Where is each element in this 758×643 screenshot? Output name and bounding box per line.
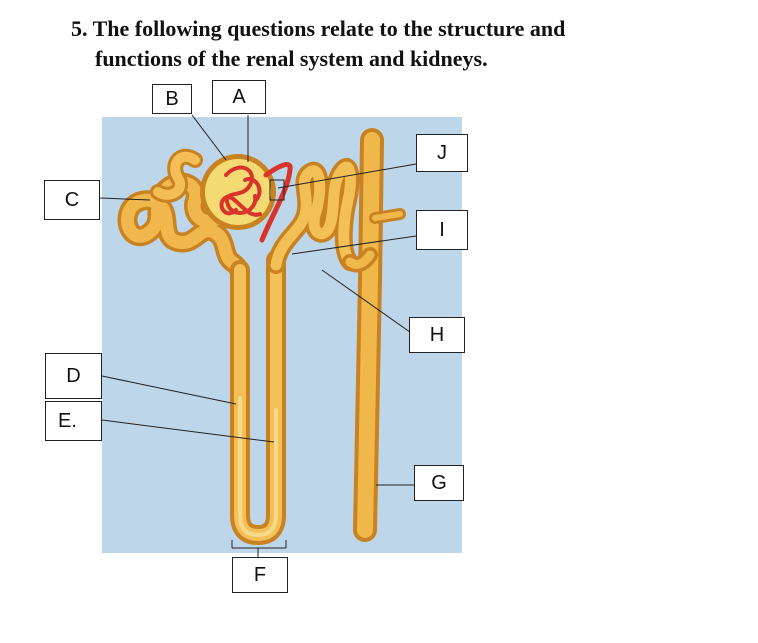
leader-lines bbox=[99, 114, 425, 560]
proximal-convoluted-tubule bbox=[117, 148, 250, 285]
label-box-j[interactable]: J bbox=[416, 134, 468, 172]
question-heading: 5. The following questions relate to the… bbox=[71, 14, 565, 74]
label-box-b[interactable]: B bbox=[152, 84, 192, 114]
label-box-g[interactable]: G bbox=[414, 465, 464, 501]
loop-of-henle bbox=[230, 250, 286, 546]
collecting-duct bbox=[342, 128, 406, 542]
label-box-h[interactable]: H bbox=[409, 317, 465, 353]
question-line-2: functions of the renal system and kidney… bbox=[95, 46, 488, 71]
label-h-text: H bbox=[429, 323, 445, 346]
label-j-text: J bbox=[437, 141, 447, 164]
label-box-f[interactable]: F bbox=[232, 557, 288, 593]
label-c-text: C bbox=[64, 188, 80, 211]
label-e-text: E. bbox=[58, 409, 77, 432]
label-box-d[interactable]: D bbox=[45, 353, 102, 399]
label-i-text: I bbox=[439, 218, 445, 241]
glomerulus bbox=[219, 162, 293, 243]
label-d-text: D bbox=[66, 364, 81, 387]
label-box-i[interactable]: I bbox=[416, 210, 468, 250]
label-a-text: A bbox=[232, 85, 246, 108]
question-line-1: 5. The following questions relate to the… bbox=[71, 16, 566, 41]
label-b-text: B bbox=[165, 87, 179, 110]
label-box-e[interactable]: E. bbox=[45, 401, 102, 441]
label-g-text: G bbox=[431, 471, 447, 494]
label-box-c[interactable]: C bbox=[44, 180, 100, 220]
label-f-text: F bbox=[253, 563, 267, 586]
distal-convoluted-tubule bbox=[267, 158, 360, 274]
label-box-a[interactable]: A bbox=[212, 80, 266, 114]
